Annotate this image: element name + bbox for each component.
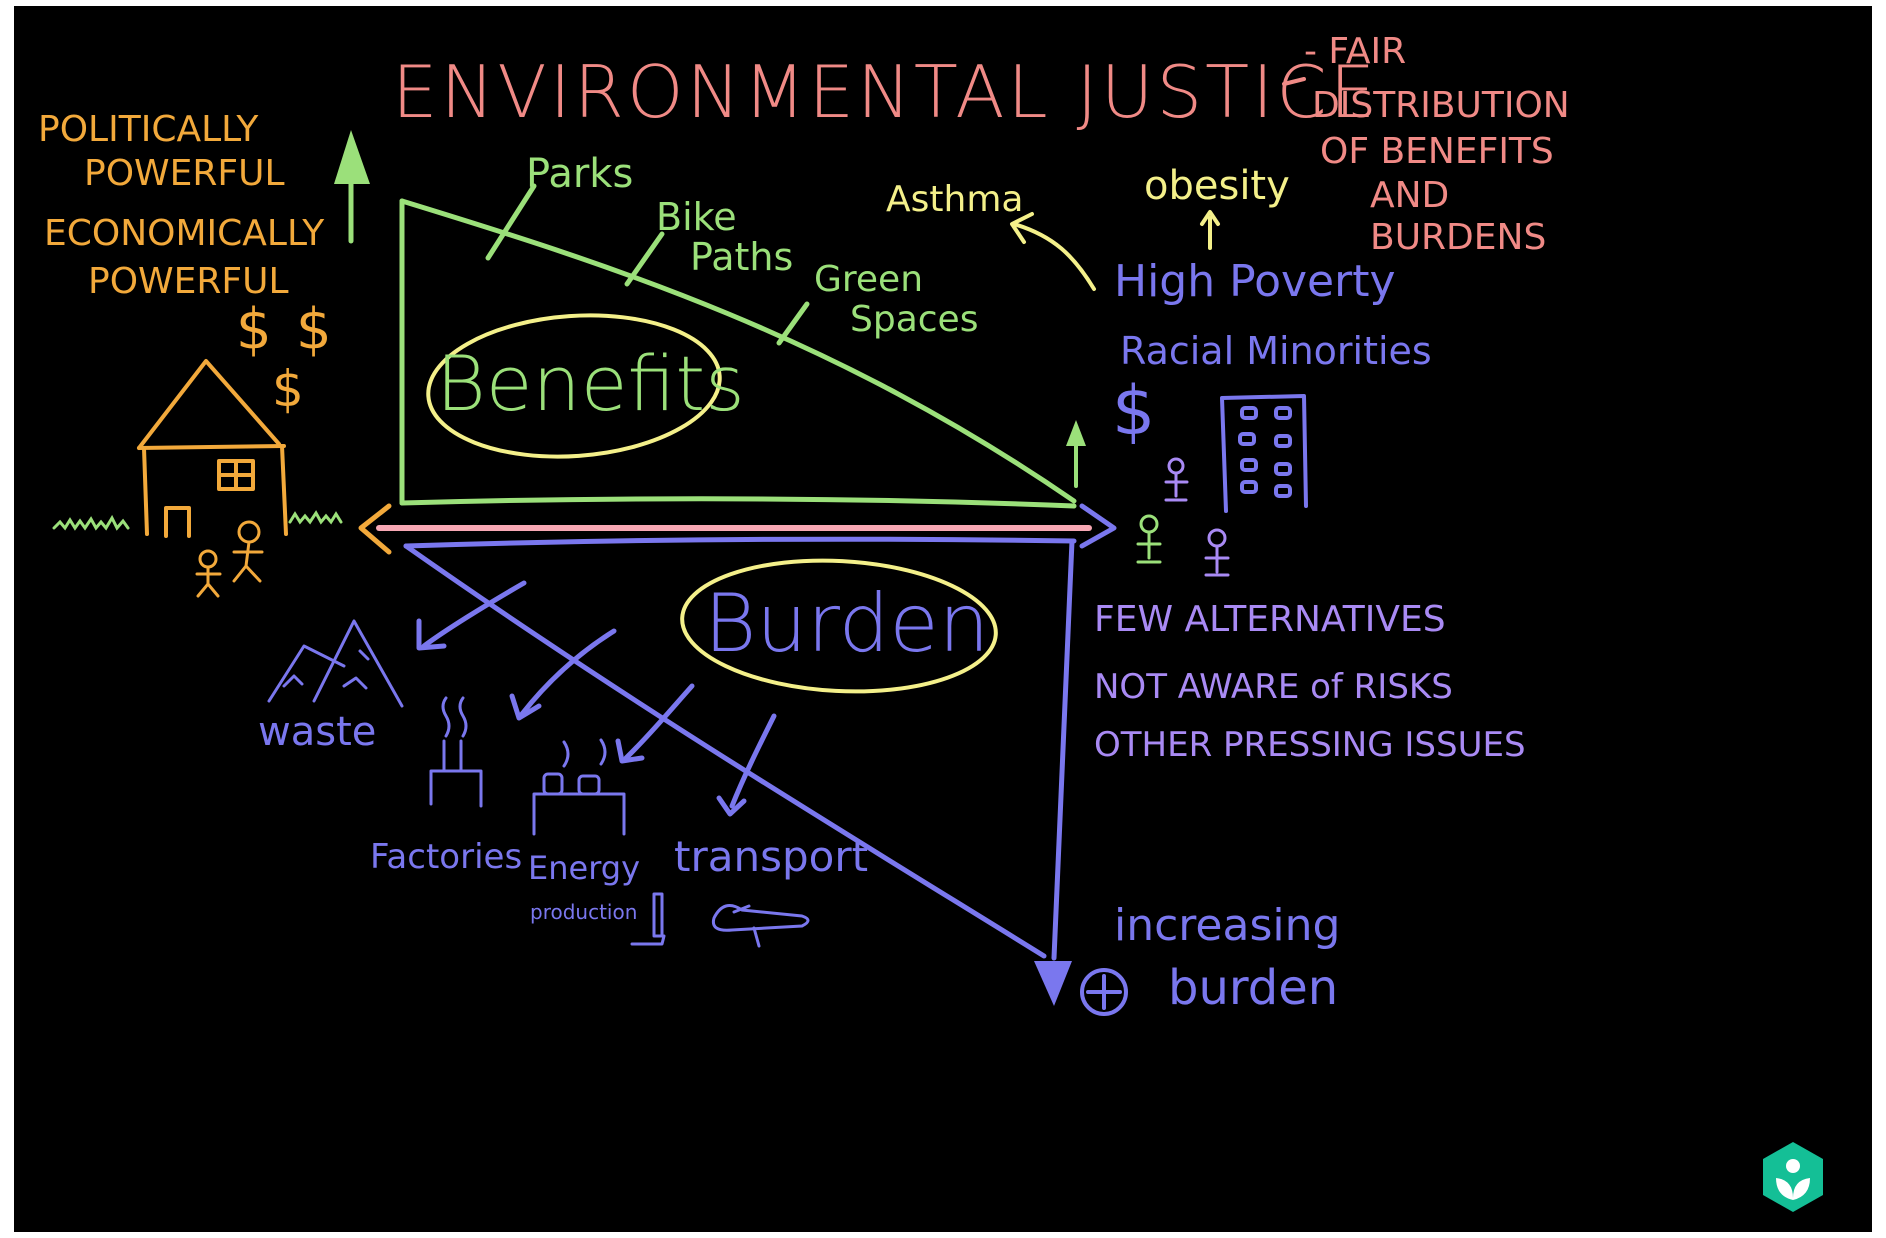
increasing-burden-label: burden (1168, 960, 1339, 1016)
burden-label: Burden (704, 577, 990, 670)
definition-line-1: - FAIR (1304, 31, 1407, 72)
energy-plant-icon (532, 738, 626, 836)
apartment-icon (1220, 394, 1308, 513)
factory-icon (429, 696, 483, 808)
reason-not-aware: NOT AWARE of RISKS (1094, 667, 1453, 707)
benefits-ellipse (426, 313, 722, 459)
minority-people-icon (1136, 457, 1230, 577)
house-icon (137, 359, 288, 538)
definition-line-2: DISTRIBUTION (1312, 85, 1570, 126)
health-obesity: obesity (1144, 163, 1290, 209)
burden-transport: transport (674, 832, 869, 881)
economically-label: ECONOMICALLY (44, 213, 325, 254)
blackboard: ENVIRONMENTAL JUSTICE - FAIR DISTRIBUTIO… (14, 6, 1872, 1232)
benefits-label: Benefits (436, 339, 745, 428)
burden-triangle (403, 536, 1077, 961)
burden-down-arrow (1034, 961, 1072, 1006)
benefit-up-arrow (1066, 420, 1086, 488)
health-asthma: Asthma (886, 179, 1024, 220)
burden-waste: waste (258, 709, 377, 755)
poverty-dollar-sign: $ (1112, 372, 1156, 451)
grass-icon (52, 510, 343, 531)
benefits-triangle (399, 183, 1077, 509)
power-up-arrow (334, 130, 370, 244)
reason-other-issues: OTHER PRESSING ISSUES (1094, 725, 1526, 765)
politically-label: POLITICALLY (38, 109, 259, 150)
benefit-spaces: Spaces (850, 299, 979, 340)
dollar-sign-3: $ (272, 360, 304, 418)
diagram-drawing (52, 77, 1308, 1016)
definition-line-4: AND (1370, 175, 1450, 216)
benefit-green: Green (814, 259, 924, 300)
airplane-icon (711, 904, 810, 948)
benefit-parks: Parks (526, 151, 634, 197)
page-title: ENVIRONMENTAL JUSTICE (392, 50, 1379, 134)
burden-energy-production: production (530, 900, 638, 924)
dollar-sign-1: $ (236, 297, 272, 362)
waste-icon (267, 619, 404, 708)
smokestack-icon (630, 892, 666, 946)
powerful-label-2: POWERFUL (88, 261, 289, 302)
people-icon (195, 520, 264, 598)
burden-energy: Energy (528, 849, 641, 887)
burden-factories: Factories (370, 837, 523, 877)
dollar-sign-2: $ (296, 297, 332, 362)
burden-ellipse (680, 558, 998, 694)
definition-line-5: BURDENS (1370, 217, 1547, 258)
benefit-paths: Paths (690, 235, 794, 279)
increasing-label: increasing (1114, 900, 1341, 951)
title-dash (1282, 77, 1306, 86)
group-high-poverty: High Poverty (1114, 256, 1396, 307)
definition-line-3: OF BENEFITS (1320, 131, 1554, 172)
group-racial-minorities: Racial Minorities (1120, 329, 1432, 373)
axis-line (358, 503, 1117, 555)
reason-few-alternatives: FEW ALTERNATIVES (1094, 599, 1446, 640)
asthma-arrow (1010, 210, 1220, 291)
leaf-logo-icon (1763, 1142, 1823, 1212)
increase-plus-icon (1080, 968, 1128, 1016)
benefit-bike: Bike (656, 195, 737, 239)
powerful-label-1: POWERFUL (84, 153, 285, 194)
